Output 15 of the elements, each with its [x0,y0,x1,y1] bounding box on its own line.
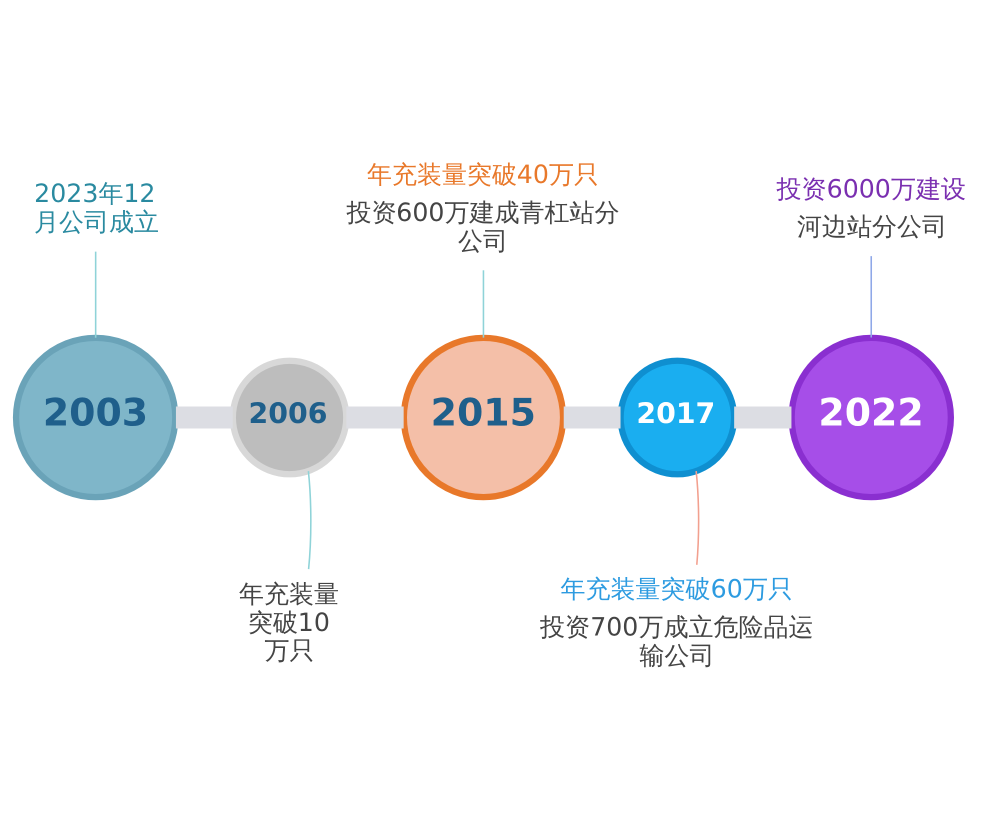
node-text: 投资6000万建设 河边站分公司 [776,174,966,241]
connector [308,470,312,569]
node-circle: 2003 [12,334,178,500]
node-circle: 2006 [230,357,350,477]
node-circle: 2015 [400,334,566,500]
node-text: 年充装量突破10万只 [239,578,340,665]
node-text: 2023年12月公司成立 [34,178,160,236]
node-circle: 2022 [788,334,954,500]
connector [94,251,96,338]
connector [482,270,484,338]
node-circle: 2017 [617,357,738,477]
node-text: 年充装量突破40万只 投资600万建成青杠站分公司 [346,160,620,255]
connector [870,256,872,338]
connector [695,470,700,564]
node-text: 年充装量突破60万只 投资700万成立危险品运输公司 [540,574,814,670]
